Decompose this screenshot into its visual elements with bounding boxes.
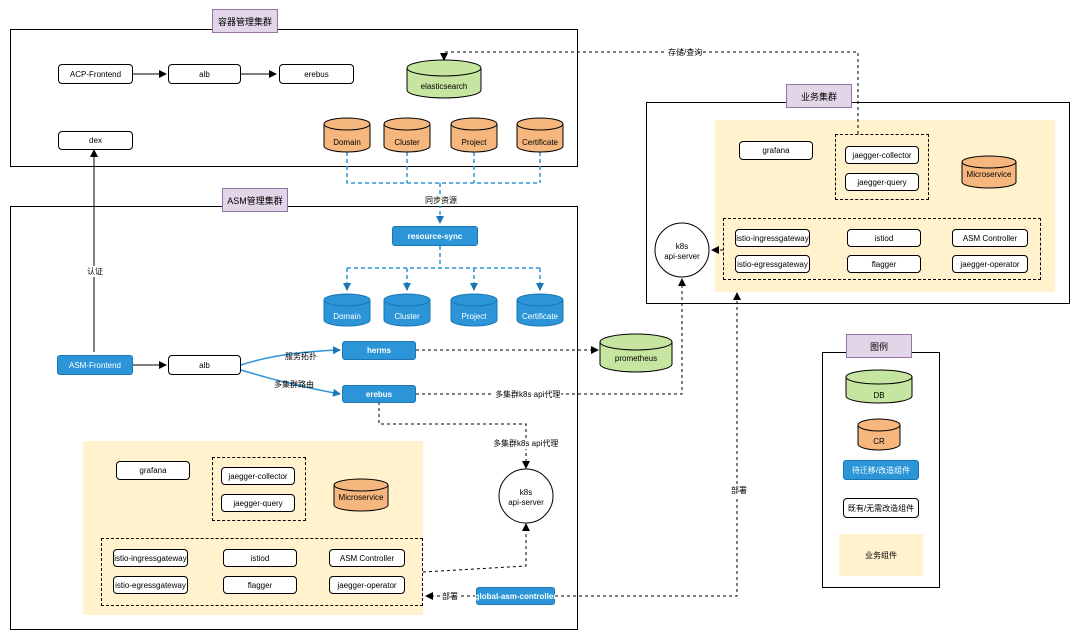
- global-asm-controller-box[interactable]: global-asm-controller: [475, 587, 556, 605]
- auth-label: 认证: [86, 266, 104, 277]
- asm-frontend-box[interactable]: ASM-Frontend: [57, 355, 133, 375]
- asm-istiod-box[interactable]: istiod: [223, 549, 297, 567]
- deploy-label-business: 部署: [730, 485, 748, 496]
- cr-label-domain: Domain: [333, 138, 361, 147]
- asm-istio-ingressgateway-box[interactable]: istio-ingressgateway: [113, 549, 188, 567]
- business-jaeger-query-box[interactable]: jaegger-query: [845, 173, 919, 191]
- asm-api-server-label: k8s api-server: [508, 488, 544, 507]
- dex-box[interactable]: dex: [58, 131, 133, 150]
- api-proxy-label-2: 多集群k8s api代理: [492, 438, 560, 449]
- asm-components-group: [101, 538, 423, 606]
- legend-business-box: 业务组件: [839, 534, 923, 576]
- prometheus-db: [599, 333, 673, 373]
- business-microservice-label: Microservice: [966, 170, 1012, 179]
- erebus-to-local-api-arrow: [378, 402, 530, 469]
- elasticsearch-label: elasticsearch: [420, 82, 468, 91]
- cr-label-certificate: Certificate: [521, 138, 558, 147]
- storage-query-arrow: [440, 51, 859, 134]
- business-api-server-label: k8s api-server: [664, 242, 700, 261]
- asm-asm-controller-box[interactable]: ASM Controller: [329, 549, 405, 567]
- legend-cr-cylinder: [857, 418, 901, 451]
- container-alb-box[interactable]: alb: [168, 64, 241, 84]
- cr-label-project: Project: [461, 138, 487, 147]
- business-jaeger-collector-box[interactable]: jaegger-collector: [845, 146, 919, 164]
- asm-jaeger-collector-box[interactable]: jaegger-collector: [221, 467, 295, 485]
- asm-jaeger-group: [212, 457, 306, 521]
- alb-to-herms-arrow: [240, 346, 341, 366]
- asm-jaeger-query-box[interactable]: jaegger-query: [221, 494, 295, 512]
- legend-to-migrate-box: 待迁移/改造组件: [843, 460, 919, 480]
- sync-resources-label: 同步资源: [424, 195, 458, 206]
- synced-cr-project: Project: [461, 312, 487, 321]
- cr-cylinders-top: [323, 117, 564, 153]
- api-proxy-label: 多集群k8s api代理: [494, 389, 562, 400]
- legend-db-label: DB: [873, 391, 885, 400]
- elasticsearch-db: [406, 59, 482, 99]
- prometheus-label: prometheus: [614, 354, 658, 363]
- asm-cluster-title: ASM管理集群: [222, 188, 288, 212]
- legend-existing-box: 既有/无需改造组件: [843, 498, 919, 518]
- business-grafana-box[interactable]: grafana: [739, 141, 813, 160]
- acp-frontend-box[interactable]: ACP-Frontend: [58, 64, 133, 84]
- microservice-cylinders: [333, 155, 1017, 512]
- erebus-to-business-api-arrow: [416, 278, 686, 395]
- storage-query-label: 存储/查询: [667, 47, 704, 58]
- business-asm-controller-box[interactable]: ASM Controller: [952, 229, 1028, 247]
- alb-to-erebus-arrow-2: [240, 369, 341, 397]
- business-jaeger-operator-box[interactable]: jaegger-operator: [952, 255, 1028, 273]
- cr-label-cluster: Cluster: [394, 138, 420, 147]
- multi-cluster-routing-label: 多集群路由: [274, 380, 314, 389]
- legend-db: [845, 369, 913, 404]
- asm-microservice-label: Microservice: [338, 493, 384, 502]
- service-topology-label: 服务拓扑: [285, 352, 317, 361]
- business-components-group: [723, 218, 1041, 280]
- business-istiod-box[interactable]: istiod: [847, 229, 921, 247]
- asm-flagger-box[interactable]: flagger: [223, 576, 297, 594]
- asm-erebus-box[interactable]: erebus: [342, 385, 416, 403]
- business-cluster-title: 业务集群: [786, 84, 852, 108]
- asm-api-server-circle: [498, 468, 554, 524]
- container-cluster-title: 容器管理集群: [212, 9, 278, 33]
- deploy-business-arrow: [555, 292, 741, 597]
- legend-cr-label: CR: [873, 437, 885, 446]
- synced-cr-domain: Domain: [333, 312, 361, 321]
- resource-sync-box[interactable]: resource-sync: [392, 226, 478, 246]
- asm-jaeger-operator-box[interactable]: jaegger-operator: [329, 576, 405, 594]
- synced-cr-certificate: Certificate: [521, 312, 558, 321]
- deploy-label-local: 部署: [441, 591, 459, 602]
- herms-box[interactable]: herms: [342, 341, 416, 360]
- asm-grafana-box[interactable]: grafana: [116, 461, 190, 480]
- synced-cr-cluster: Cluster: [394, 312, 420, 321]
- business-jaeger-group: [835, 134, 929, 200]
- container-erebus-box[interactable]: erebus: [279, 64, 354, 84]
- business-flagger-box[interactable]: flagger: [847, 255, 921, 273]
- business-istio-egressgateway-box[interactable]: istio-egressgateway: [735, 255, 810, 273]
- asm-alb-box[interactable]: alb: [168, 355, 241, 375]
- asm-istio-egressgateway-box[interactable]: istio-egressgateway: [113, 576, 188, 594]
- mesh-to-local-api-arrow: [422, 523, 530, 573]
- cr-cylinders-bottom: [323, 293, 564, 327]
- sync-lines-top: [346, 152, 541, 224]
- legend-title: 图例: [846, 334, 912, 358]
- business-api-server-circle: [654, 222, 710, 278]
- business-istio-ingressgateway-box[interactable]: istio-ingressgateway: [735, 229, 810, 247]
- sync-lines-bottom: [343, 246, 544, 291]
